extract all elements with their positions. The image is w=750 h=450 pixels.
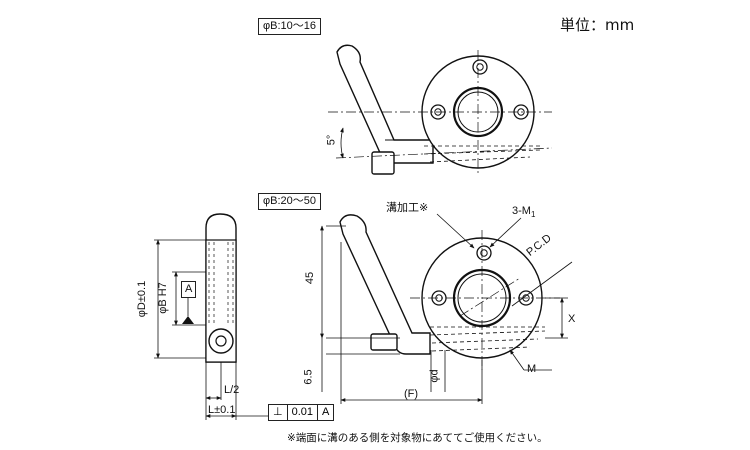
- tolerance-datum: A: [322, 406, 330, 418]
- upper-lever-handle: [336, 44, 434, 175]
- datum-triangle: [182, 316, 194, 324]
- holes-label: 3-M1: [512, 205, 536, 220]
- dim-f-label: (F): [404, 388, 419, 400]
- tolerance-value: 0.01: [288, 405, 319, 420]
- x-dimension-label: X: [568, 313, 576, 325]
- dim-45-label: 45: [304, 271, 317, 285]
- dim-D-label: φD±0.1: [136, 280, 149, 318]
- upper-angle-dimension: [340, 127, 344, 159]
- lower-lever-handle: [339, 214, 431, 355]
- lower-variant-label: φB:20～50: [258, 193, 321, 210]
- tolerance-frame: ⊥ 0.01 A: [268, 404, 335, 421]
- footnote: ※端面に溝のある側を対象物にあててご使用ください。: [287, 432, 548, 444]
- lower-dimension-lines: [320, 213, 573, 404]
- datum-a-box: A: [181, 281, 197, 298]
- lower-centerlines: [410, 230, 560, 370]
- m-label: M: [527, 363, 537, 375]
- upper-angle-label: 5°: [325, 134, 338, 146]
- dim-6-5-label: 6.5: [302, 369, 315, 385]
- perpendicularity-symbol: ⊥: [269, 405, 288, 420]
- dim-L-label: L±0.1: [208, 404, 236, 416]
- upper-centerlines: [328, 50, 553, 174]
- dim-L-half-label: L/2: [224, 384, 240, 396]
- unit-label: 単位：mm: [560, 16, 635, 34]
- dim-d-small-label: φd: [428, 369, 441, 383]
- side-view-body: [205, 213, 237, 363]
- dim-B-label: φB H7: [156, 282, 169, 314]
- groove-label: 溝加工※: [386, 201, 429, 214]
- side-view-dimensions: [154, 239, 268, 420]
- upper-variant-label: φB:10～16: [258, 18, 321, 35]
